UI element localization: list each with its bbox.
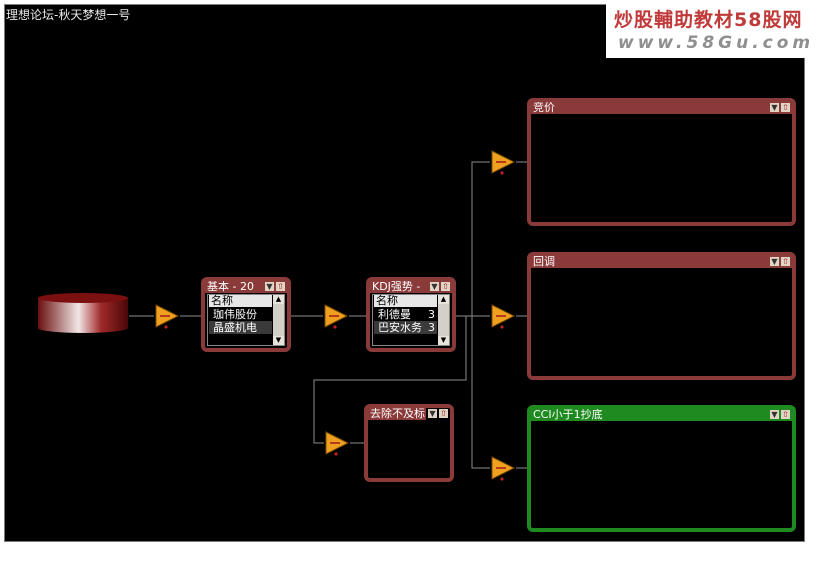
- scroll-down-icon[interactable]: ▼: [273, 336, 284, 345]
- scrollbar[interactable]: ▲▼: [273, 295, 284, 345]
- up-arrow-icon[interactable]: ⇧: [276, 282, 285, 291]
- list-item-name: 利德曼: [378, 308, 411, 321]
- dropdown-arrow-icon[interactable]: ▼: [430, 282, 439, 291]
- node-basic-list[interactable]: 名称 珈伟股份 晶盛机电 ▲▼: [207, 294, 285, 346]
- node-basic[interactable]: 基本 - 20 ▼ ⇧ 名称 珈伟股份 晶盛机电 ▲▼: [201, 277, 291, 352]
- dropdown-arrow-icon[interactable]: ▼: [770, 410, 779, 419]
- scroll-down-icon[interactable]: ▼: [438, 336, 449, 345]
- dropdown-arrow-icon[interactable]: ▼: [770, 257, 779, 266]
- dropdown-arrow-icon[interactable]: ▼: [265, 282, 274, 291]
- dropdown-arrow-icon[interactable]: ▼: [770, 103, 779, 112]
- node-pullback[interactable]: 回调 ▼ ⇧: [527, 252, 796, 380]
- list-header: 名称: [374, 295, 437, 307]
- node-basic-title: 基本 - 20: [205, 281, 287, 293]
- scroll-up-icon[interactable]: ▲: [438, 295, 449, 304]
- list-item[interactable]: 利德曼 3: [374, 308, 437, 321]
- triangle-filter-icon[interactable]: [154, 303, 180, 329]
- watermark-line1: 炒股輔助教材58股网: [614, 9, 803, 31]
- up-arrow-icon[interactable]: ⇧: [441, 282, 450, 291]
- scrollbar[interactable]: ▲▼: [438, 295, 449, 345]
- node-cci-title: CCI小于1抄底: [531, 409, 792, 421]
- list-item-count: 3: [428, 308, 435, 321]
- up-arrow-icon[interactable]: ⇧: [439, 409, 448, 418]
- list-item[interactable]: 晶盛机电: [209, 321, 272, 334]
- triangle-filter-icon[interactable]: [324, 430, 350, 456]
- list-header: 名称: [209, 295, 272, 307]
- torn-edge: [0, 542, 833, 570]
- up-arrow-icon[interactable]: ⇧: [781, 103, 790, 112]
- node-bid-title: 竞价: [531, 102, 792, 114]
- triangle-filter-icon[interactable]: [490, 455, 516, 481]
- node-cci[interactable]: CCI小于1抄底 ▼ ⇧: [527, 405, 796, 532]
- triangle-filter-icon[interactable]: [490, 303, 516, 329]
- list-item-name: 晶盛机电: [213, 321, 257, 334]
- list-item-name: 珈伟股份: [213, 308, 257, 321]
- node-remove-title: 去除不及标: [368, 408, 426, 420]
- node-remove[interactable]: 去除不及标 ▼ ⇧: [364, 404, 454, 482]
- list-item-name: 巴安水务: [378, 321, 422, 334]
- list-item[interactable]: 巴安水务 3: [374, 321, 437, 334]
- node-bid[interactable]: 竞价 ▼ ⇧: [527, 98, 796, 226]
- watermark-line2: www.58Gu.com: [618, 33, 815, 53]
- data-source-cylinder-icon[interactable]: [37, 292, 129, 334]
- triangle-filter-icon[interactable]: [323, 303, 349, 329]
- node-kdj-title: KDJ强势 -: [370, 281, 452, 293]
- node-pullback-title: 回调: [531, 256, 792, 268]
- watermark-logo: 炒股輔助教材58股网 www.58Gu.com: [606, 0, 833, 58]
- scroll-up-icon[interactable]: ▲: [273, 295, 284, 304]
- dropdown-arrow-icon[interactable]: ▼: [428, 409, 437, 418]
- up-arrow-icon[interactable]: ⇧: [781, 257, 790, 266]
- list-item-count: 3: [428, 321, 435, 334]
- torn-edge: [805, 58, 833, 570]
- list-item[interactable]: 珈伟股份: [209, 308, 272, 321]
- triangle-filter-icon[interactable]: [490, 149, 516, 175]
- up-arrow-icon[interactable]: ⇧: [781, 410, 790, 419]
- canvas-title: 理想论坛-秋天梦想一号: [6, 8, 131, 22]
